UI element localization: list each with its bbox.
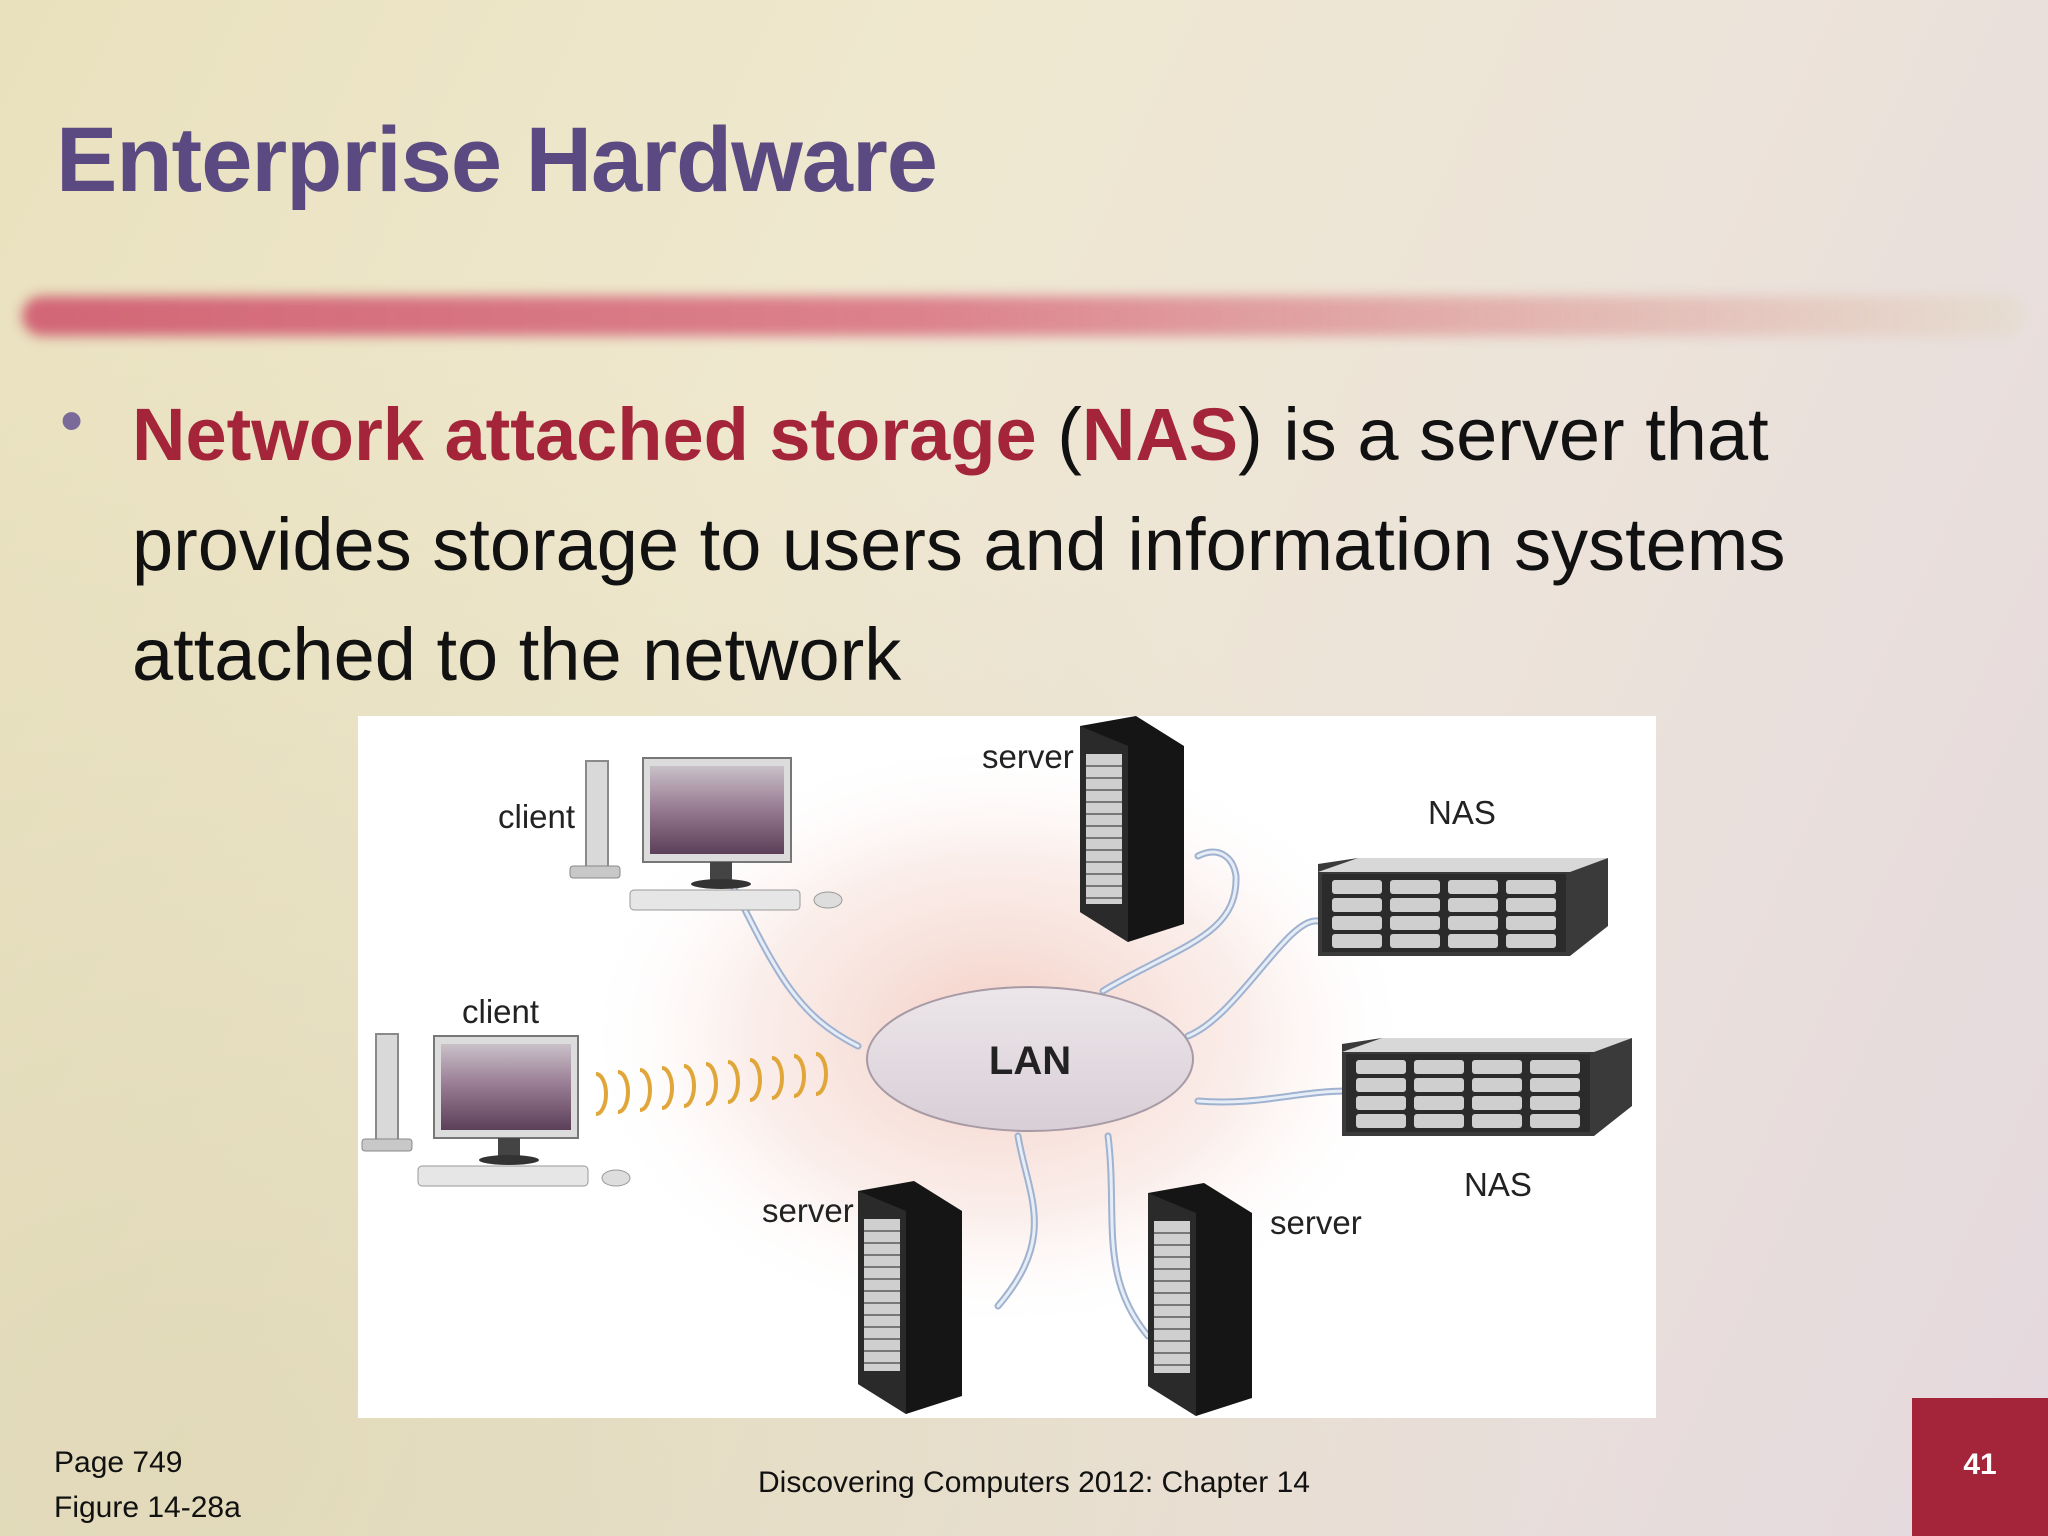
nas-device-icon-top [1318, 858, 1608, 956]
nas-network-figure: client client server server server NAS N… [358, 716, 1656, 1418]
lan-node [866, 986, 1194, 1132]
slide-title: Enterprise Hardware [56, 109, 938, 211]
slide-number: 41 [1963, 1448, 1997, 1481]
bullet-abbr: NAS [1081, 393, 1239, 476]
server-tower-icon-bottom-right [1148, 1183, 1252, 1416]
slide-number-box: 41 [1912, 1398, 2048, 1536]
footer-course-title: Discovering Computers 2012: Chapter 14 [758, 1466, 1310, 1499]
server-tower-icon-top [1080, 716, 1184, 942]
nas-device-icon-bottom [1342, 1038, 1632, 1136]
label-server-top: server [982, 738, 1074, 775]
label-client-top: client [498, 798, 575, 835]
bullet-rest: ) is a server that provides storage to u… [132, 393, 1786, 696]
footer-figure-ref: Figure 14-28a [54, 1491, 241, 1524]
label-nas-top: NAS [1428, 794, 1496, 831]
footer-page-ref: Page 749 [54, 1446, 183, 1479]
label-server-bottom-left: server [762, 1192, 854, 1229]
label-nas-bottom: NAS [1464, 1166, 1532, 1203]
bullet-marker: • [60, 383, 84, 457]
label-lan: LAN [989, 1039, 1071, 1083]
client-computer-icon-left [361, 1033, 631, 1187]
footer-references: Page 749 Figure 14-28a [54, 1440, 241, 1530]
title-underline-bar [22, 296, 2022, 336]
bullet-term: Network attached storage [132, 393, 1037, 476]
bullet-open-paren: ( [1036, 393, 1082, 476]
label-server-bottom-right: server [1270, 1204, 1362, 1241]
client-computer-icon-top [569, 757, 843, 911]
bullet-text: Network attached storage (NAS) is a serv… [132, 380, 2012, 710]
server-tower-icon-bottom-left [858, 1181, 962, 1414]
label-client-left: client [462, 993, 539, 1030]
wireless-signal-icon [595, 1052, 828, 1116]
